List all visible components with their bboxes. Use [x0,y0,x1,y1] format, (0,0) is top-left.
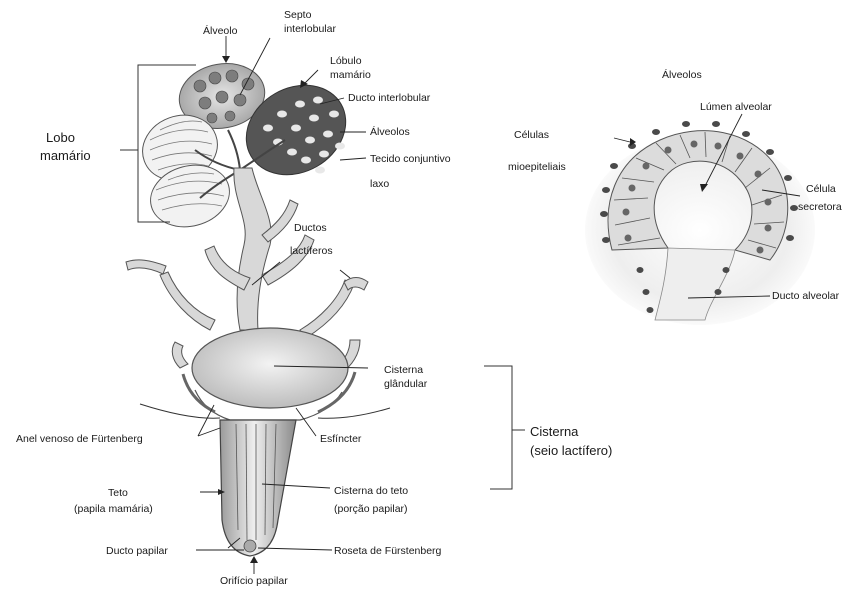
label-cisterna-teto-line1: Cisterna do teto [334,485,408,497]
label-lobulo-line2: mamário [330,69,371,81]
label-cisterna-teto-line2: (porção papilar) [334,503,408,515]
label-septo-line2: interlobular [284,23,336,35]
label-orificio: Orifício papilar [220,575,288,587]
label-anel-venoso: Anel venoso de Fürtenberg [16,433,143,445]
label-ductos-line1: Ductos [294,222,327,234]
label-celulas-line1: Células [514,129,549,141]
label-alveolo: Álveolo [203,24,238,37]
label-celula-secretora-line2: secretora [798,201,842,213]
label-cisterna-glandular-line1: Cisterna [384,364,423,376]
label-ducto-papilar: Ducto papilar [106,545,168,557]
label-lobo-line2: mamário [40,148,91,163]
label-ducto-interlobular: Ducto interlobular [348,92,431,104]
label-tecido-line1: Tecido conjuntivo [370,153,451,165]
label-lobulo-line1: Lóbulo [330,55,362,67]
label-septo-line1: Septo [284,9,312,21]
label-teto-line1: Teto [108,487,128,499]
label-tecido-line2: laxo [370,178,389,190]
label-cisterna-line2: (seio lactífero) [530,443,612,458]
label-alveolos-right: Álveolos [662,68,702,81]
label-cisterna-line1: Cisterna [530,424,579,439]
cisterna-bracket [484,366,525,489]
label-esfincter: Esfíncter [320,433,362,445]
label-alveolos-left: Álveolos [370,125,410,138]
label-ductos-line2: lactíferos [290,245,333,257]
label-cisterna-glandular-line2: glândular [384,378,428,390]
label-teto-line2: (papila mamária) [74,503,153,515]
label-celula-secretora-line1: Célula [806,183,836,195]
label-roseta: Roseta de Fürstenberg [334,545,442,557]
label-celulas-line2: mioepiteliais [508,161,566,173]
teat-illustration [220,420,296,556]
label-lumen: Lúmen alveolar [700,101,772,113]
label-lobo-line1: Lobo [46,130,75,145]
label-ducto-alveolar: Ducto alveolar [772,290,840,302]
